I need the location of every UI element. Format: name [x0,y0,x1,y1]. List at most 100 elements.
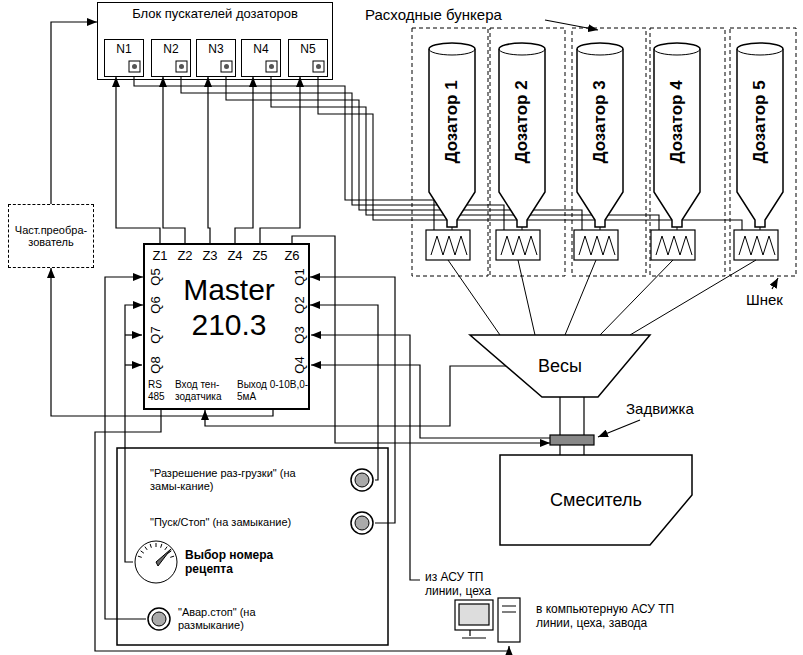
n-node: N2 [151,39,191,77]
control-panel [117,448,388,645]
node-label: "Авар.стоп" (на размыкание) [178,606,296,632]
dial-tick [145,547,147,550]
block-node: Блок пускателей дозаторовN1N2N3N4N5 [97,2,333,80]
mixer-node: Смеситель [500,455,692,545]
doz-shape [654,43,700,227]
starter-dot [179,64,184,69]
leader-line [598,420,640,437]
screw-flight [431,236,467,255]
pin-label: Z4 [227,249,242,264]
doz-shape [577,43,623,227]
dial-face [135,541,177,583]
doz-shape [499,43,545,227]
starter-indicator [176,61,187,72]
feed-line [565,260,596,335]
pin-label: Z6 [284,249,299,264]
signal-wire [163,77,185,243]
hopper-rim [499,49,545,55]
screw-flight [579,236,615,255]
recipe-selector [133,539,179,585]
dial-tick [156,543,157,547]
screw-feeder [651,230,695,260]
pin-label: Z2 [177,249,192,264]
doz-node: Дозатор 2 [499,42,545,227]
feed-line [448,260,500,335]
node-label: Дозатор 1 [442,80,462,163]
pin-label: Z3 [202,249,217,264]
pin-label: Выход 0-10В,0-5мА [237,379,309,402]
button-cap [355,516,369,530]
doz-node: Дозатор 1 [429,42,475,227]
node-label: Дозатор 3 [590,80,610,163]
scale-node: Весы [470,335,650,397]
dial-tick [141,551,144,553]
starter-indicator [266,61,277,72]
q8-wire [125,364,142,365]
hopper-rim [429,49,475,55]
node-label: Смеситель [550,490,642,511]
node-label: N2 [152,40,190,56]
node-label: "Разрешение раз-грузки" (на замы-кание) [150,467,300,493]
dial-tick [165,547,167,550]
doz-shape [429,43,475,227]
screw-feeder [574,230,618,260]
starter-indicator [221,61,232,72]
feed-line [600,260,673,335]
starter-dot [316,64,321,69]
q3-wire [311,335,420,580]
hopper-rim [737,49,783,55]
signal-wire [235,77,253,243]
pin-label: Z5 [252,249,267,264]
hopper-rim [654,49,700,55]
q4-wire [311,365,550,438]
push-button [349,467,375,493]
node-label: Дозатор 5 [750,80,770,163]
n-node: N4 [241,39,281,77]
dial-tick [138,556,142,557]
starter-indicator [313,61,324,72]
signal-wire [310,277,395,523]
screw-feeder [496,230,540,260]
n-node: N3 [196,39,236,77]
mixer-shape [500,455,692,545]
q7-wire [125,334,142,335]
hopper-rim [577,49,623,55]
rs485-wire [95,410,509,651]
hopper-frame [572,28,646,276]
hopper-frame [412,28,488,276]
ctrlR-node: "Разрешение раз-грузки" (на замы-кание) [150,458,375,502]
doz-node: Дозатор 3 [577,42,623,227]
pin-label: Q8 [149,356,164,373]
pin-label: Q1 [293,268,308,285]
signal-wire [116,77,160,243]
node-label: Част.преобра-зователь [12,224,90,248]
pin-label: Q5 [149,268,164,285]
conv-node: Част.преобра-зователь [8,204,94,268]
node-label: N1 [105,40,143,56]
annotation-label: в компьютерную АСУ ТП линии, цеха, завод… [536,603,696,631]
pin-label: Q2 [293,296,308,313]
starter-dot [269,64,274,69]
annotation-label: Задвижка [626,400,726,417]
doz-shape [737,43,783,227]
screw-flight [501,236,537,255]
pin-label: Q3 [293,326,308,343]
n-node: N5 [288,39,328,77]
node-label: N5 [289,40,327,56]
hopper-frame [730,28,796,276]
scale-shape [470,335,650,397]
button-ring [148,608,170,630]
doz-node: Дозатор 5 [737,42,783,227]
discharge-chute [560,397,584,455]
pin-label: Вход тен-зодатчика [175,379,235,402]
signal-wire [260,77,300,243]
wires [95,20,778,651]
node-label: Дозатор 2 [512,80,532,163]
leader-line [545,20,598,30]
dial-pointer [156,549,171,566]
screw-flight [739,236,775,255]
annotation-label: из АСУ ТП линии, цеха [425,571,517,599]
button-cap [152,612,166,626]
node-label: "Пуск/Стоп" (на замыкание) [150,516,300,529]
